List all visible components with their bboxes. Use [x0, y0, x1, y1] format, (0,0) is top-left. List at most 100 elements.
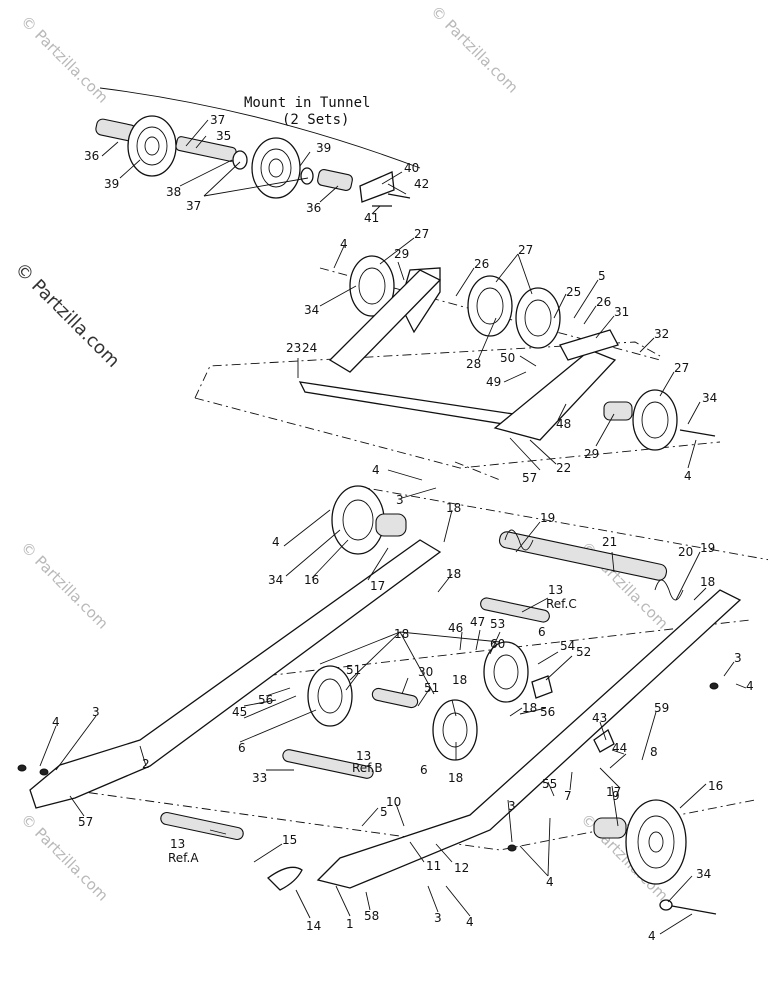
callout-number: 57	[522, 471, 537, 485]
centerline	[454, 461, 501, 481]
centerline	[194, 341, 661, 399]
callout-ref: Ref.C	[546, 597, 577, 611]
callout-number: 34	[702, 391, 717, 405]
callout-number: 19	[540, 511, 555, 525]
washer	[709, 682, 719, 690]
callout-number: 4	[684, 469, 692, 483]
idler-wheel	[467, 275, 513, 337]
callout-number: 51	[346, 663, 361, 677]
wheel-groove	[358, 267, 386, 305]
callout-number: 39	[316, 141, 331, 155]
spacer-tube	[480, 597, 550, 623]
torsion-spring	[654, 579, 684, 601]
callout-number: 17	[606, 785, 621, 799]
front-arm-assembly	[194, 255, 721, 481]
callout-number: 18	[446, 501, 461, 515]
callout-number: 4	[340, 237, 348, 251]
callout-number: 22	[556, 461, 571, 475]
centerline	[194, 397, 721, 469]
left-slide-rail	[29, 539, 442, 809]
callout-number: 46	[448, 621, 463, 635]
callout-number: 3	[434, 911, 442, 925]
callout-number: 13	[170, 837, 185, 851]
callout-number: 50	[500, 351, 515, 365]
shaft-spacer	[317, 169, 353, 191]
callout-ref: Ref.A	[168, 851, 199, 865]
callout-number: 52	[576, 645, 591, 659]
callout-number: 55	[542, 777, 557, 791]
callout-ref: Ref.B	[352, 761, 383, 775]
callout-number: 12	[454, 861, 469, 875]
callout-number: 45	[232, 705, 247, 719]
pivot-bracket	[559, 329, 619, 361]
bolt	[387, 193, 411, 199]
callout-number: 3	[396, 493, 404, 507]
arm-rail	[328, 269, 442, 373]
callout-number: 13	[548, 583, 563, 597]
callout-number: 7	[564, 789, 572, 803]
callout-number: 36	[84, 149, 99, 163]
axle-spacer	[603, 401, 633, 421]
callout-number: 31	[614, 305, 629, 319]
washer	[659, 899, 673, 911]
callout-number: 17	[370, 579, 385, 593]
idler-wheel	[515, 287, 561, 349]
idler-wheel	[483, 641, 529, 703]
callout-number: 18	[448, 771, 463, 785]
leader-lines	[39, 119, 747, 935]
brand-watermark: © Partzilla.com	[10, 259, 123, 372]
callout-number: 56	[540, 705, 555, 719]
callout-number: 40	[404, 161, 419, 175]
mount-bracket	[359, 171, 395, 203]
watermark-text: © Partzilla.com	[17, 810, 112, 905]
callout-number: 15	[282, 833, 297, 847]
idler-wheel	[307, 665, 353, 727]
bearing-washer	[232, 150, 248, 170]
callout-number: 23	[286, 341, 301, 355]
wheel-groove	[493, 654, 519, 690]
callout-number: 8	[650, 745, 658, 759]
callout-number: 43	[592, 711, 607, 725]
callout-number: 27	[674, 361, 689, 375]
callout-number: 18	[452, 673, 467, 687]
wheel-groove	[260, 148, 292, 188]
callout-number: 42	[414, 177, 429, 191]
callout-number: 4	[546, 875, 554, 889]
callout-number: 34	[304, 303, 319, 317]
wheel-groove	[637, 815, 675, 869]
callout-number: 4	[648, 929, 656, 943]
callout-number: 18	[522, 701, 537, 715]
callout-number: 3	[734, 651, 742, 665]
washer	[39, 768, 49, 776]
callout-number: 6	[238, 741, 246, 755]
idler-wheel	[632, 389, 678, 451]
idler-wheel	[432, 699, 478, 761]
wheel-groove	[641, 401, 669, 439]
bolt	[671, 905, 717, 915]
callout-labels: 36 39 37 35 38 39 40 42 37 36 41 4 27 29…	[52, 113, 754, 943]
wheel-hub	[648, 831, 664, 853]
callout-number: 3	[92, 705, 100, 719]
callout-number: 48	[556, 417, 571, 431]
wheel-groove	[342, 499, 374, 541]
callout-number: 2	[142, 757, 150, 771]
wheel-groove	[524, 299, 552, 337]
callout-number: 36	[306, 201, 321, 215]
callout-number: 24	[302, 341, 317, 355]
callout-number: 19	[700, 541, 715, 555]
callout-number: 16	[708, 779, 723, 793]
watermark-text: © Partzilla.com	[427, 2, 522, 97]
callout-number: 47	[470, 615, 485, 629]
wheel-groove	[136, 126, 168, 166]
tunnel-idler-assembly	[95, 115, 411, 207]
callout-number: 21	[602, 535, 617, 549]
callout-number: 28	[466, 357, 481, 371]
callout-number: 27	[518, 243, 533, 257]
axle-spacer	[371, 687, 419, 709]
wheel-groove	[476, 287, 504, 325]
callout-number: 57	[78, 815, 93, 829]
bearing-washer	[300, 167, 314, 185]
assembly-title: Mount in Tunnel	[244, 95, 370, 111]
callout-number: 26	[474, 257, 489, 271]
